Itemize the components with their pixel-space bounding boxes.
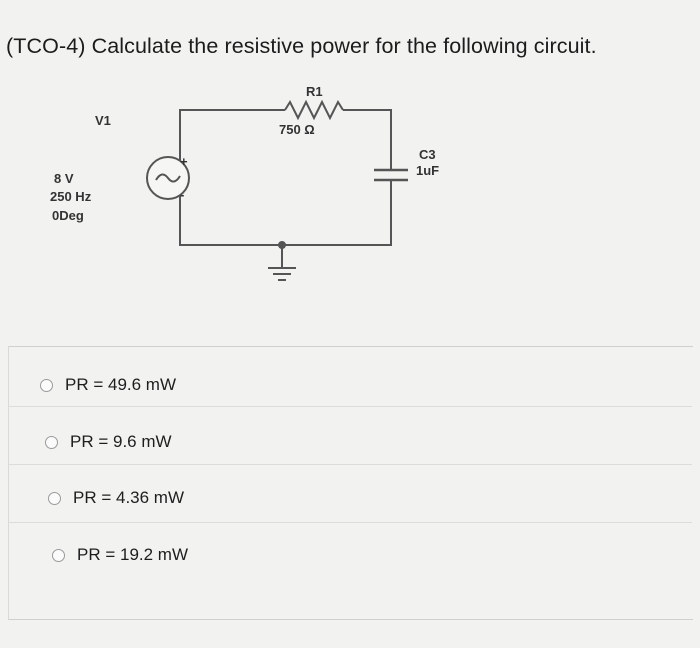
source-voltage-label: 8 V: [54, 171, 74, 186]
radio-button-icon[interactable]: [40, 378, 53, 392]
answer-option-2[interactable]: PR = 9.6 mW: [45, 432, 172, 452]
radio-button-icon[interactable]: [52, 548, 65, 562]
option-label: PR = 19.2 mW: [77, 545, 189, 564]
option-divider: [8, 464, 692, 465]
option-label: PR = 9.6 mW: [70, 432, 172, 451]
question-text: (TCO-4) Calculate the resistive power fo…: [6, 34, 597, 58]
ground-symbol: [268, 241, 296, 281]
option-divider: [8, 406, 692, 407]
option-label: PR = 4.36 mW: [73, 488, 185, 507]
option-label: PR = 49.6 mW: [65, 375, 177, 394]
resistor-symbol: [284, 99, 344, 121]
svg-text:+: +: [180, 154, 188, 169]
source-phase-label: 0Deg: [52, 208, 84, 223]
capacitor-value-label: 1uF: [416, 163, 439, 178]
radio-button-icon[interactable]: [48, 491, 61, 505]
capacitor-symbol: [374, 168, 408, 182]
ac-source-symbol: + -: [146, 154, 190, 202]
source-name-label: V1: [95, 113, 111, 128]
answer-option-3[interactable]: PR = 4.36 mW: [48, 488, 184, 508]
svg-text:-: -: [180, 187, 184, 202]
resistor-value-label: 750 Ω: [279, 122, 315, 137]
circuit-diagram: + - V1 8 V 250 Hz 0Deg R1 750 Ω C3 1uF: [50, 84, 439, 281]
answer-option-4[interactable]: PR = 19.2 mW: [52, 545, 188, 565]
answer-options-panel: [8, 346, 693, 620]
answer-option-1[interactable]: PR = 49.6 mW: [40, 375, 176, 395]
option-divider: [8, 522, 692, 523]
radio-button-icon[interactable]: [45, 435, 58, 449]
capacitor-name-label: C3: [419, 147, 436, 162]
source-frequency-label: 250 Hz: [50, 189, 92, 204]
resistor-name-label: R1: [306, 84, 323, 99]
